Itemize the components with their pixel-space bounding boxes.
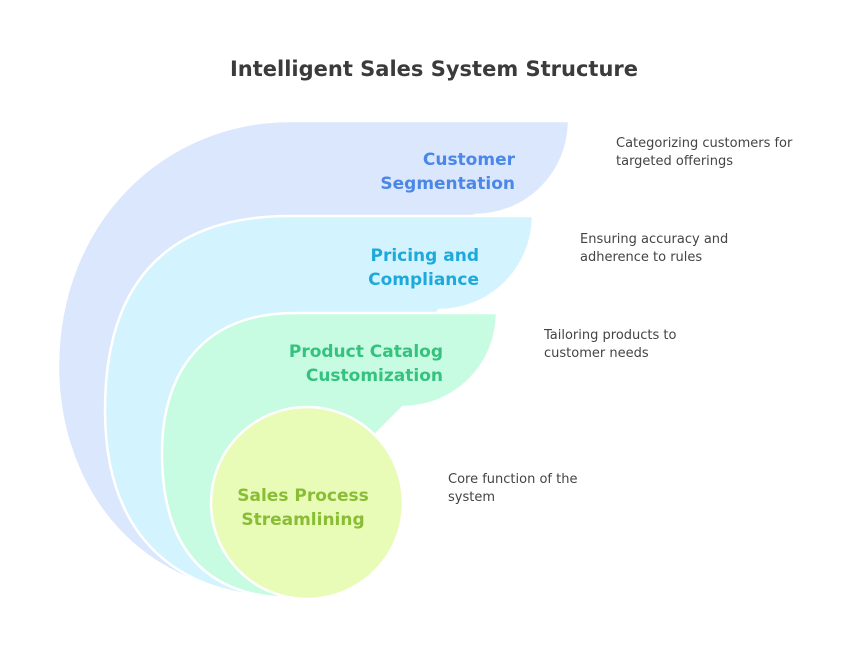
label-customer-segmentation: Customer Segmentation <box>380 150 515 194</box>
layer-shape-sales-process-streamlining <box>209 405 405 601</box>
description-line: Ensuring accuracy and <box>580 232 728 247</box>
description-line: Tailoring products to <box>543 328 677 343</box>
description-sales-process-streamlining: Core function of the system <box>448 472 577 505</box>
description-line: system <box>448 490 495 505</box>
description-line: adherence to rules <box>580 250 702 265</box>
diagram-title: Intelligent Sales System Structure <box>230 57 638 81</box>
label-product-catalog-customization: Product Catalog Customization <box>289 342 443 386</box>
label-line: Customer <box>423 150 516 170</box>
label-pricing-and-compliance: Pricing and Compliance <box>368 246 479 290</box>
label-line: Customization <box>306 366 443 386</box>
layer-sales-process-streamlining <box>209 405 405 601</box>
label-line: Compliance <box>368 270 479 290</box>
label-line: Streamlining <box>241 510 364 530</box>
description-line: customer needs <box>544 346 649 361</box>
description-line: Core function of the <box>448 472 577 487</box>
description-product-catalog-customization: Tailoring products to customer needs <box>543 328 677 361</box>
label-line: Product Catalog <box>289 342 443 362</box>
label-sales-process-streamlining: Sales Process Streamlining <box>237 486 368 530</box>
description-pricing-and-compliance: Ensuring accuracy and adherence to rules <box>580 232 728 265</box>
description-line: targeted offerings <box>616 154 733 169</box>
label-line: Segmentation <box>380 174 515 194</box>
description-line: Categorizing customers for <box>616 136 793 151</box>
description-customer-segmentation: Categorizing customers for targeted offe… <box>616 136 793 169</box>
label-line: Pricing and <box>370 246 479 266</box>
label-line: Sales Process <box>237 486 368 506</box>
